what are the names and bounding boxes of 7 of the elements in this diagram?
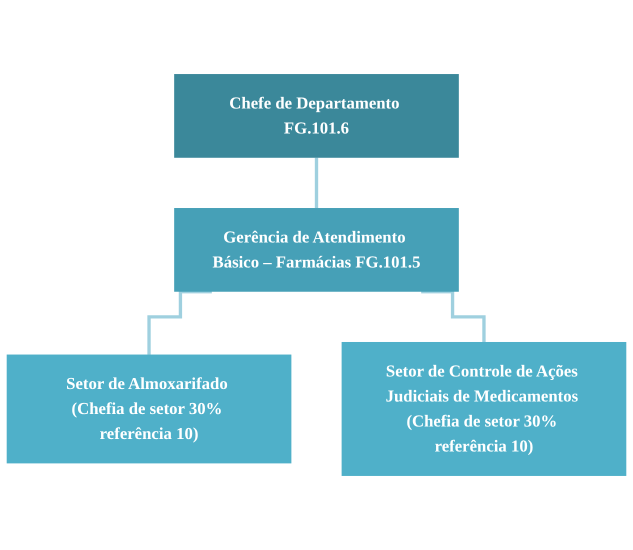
connector — [314, 156, 318, 210]
node-box: Gerência de Atendimento Básico – Farmácias FG.101.5 — [174, 208, 459, 292]
node-box: Setor de Almoxarifado (Chefia de setor 30% referência 10) — [6, 354, 292, 464]
node-box: Setor de Controle de Ações Judiciais de Medicamentos (Chefia de setor 30% referência 10) — [342, 342, 626, 476]
connector — [421, 290, 486, 344]
connector — [147, 290, 212, 356]
node-box: Chefe de Departamento FG.101.6 — [174, 74, 459, 158]
